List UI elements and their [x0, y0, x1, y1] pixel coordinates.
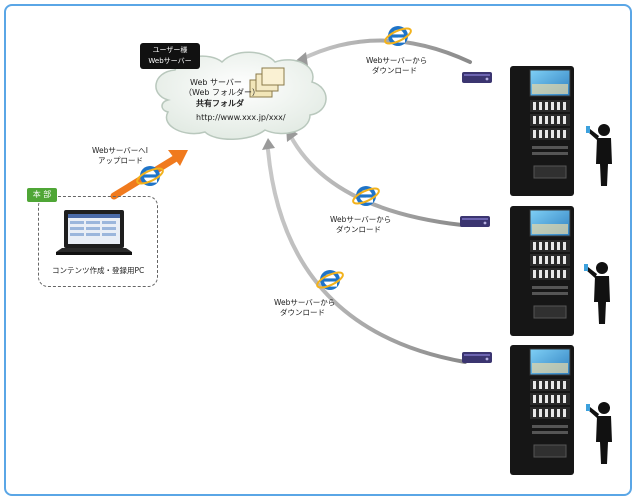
server-url: http://www.xxx.jp/xxx/	[196, 113, 286, 122]
internet-explorer-icon-download-3	[314, 268, 346, 292]
upload-label-line1: WebサーバーへI	[92, 146, 148, 155]
download-label-1-line2: ダウンロード	[372, 66, 417, 75]
server-badge: ユーザー様 Webサーバー	[140, 43, 200, 69]
vending-machine-icon-1	[509, 65, 575, 197]
media-player-icon-2	[460, 216, 490, 227]
shared-folder-label: 共有フォルダ	[196, 99, 244, 108]
download-label-1-line1: Webサーバーから	[366, 56, 428, 65]
download-label-2-line2: ダウンロード	[336, 225, 381, 234]
vending-machine-icon-3	[509, 344, 575, 476]
internet-explorer-icon-download-2	[350, 184, 382, 208]
media-player-icon-1	[462, 72, 492, 83]
download-arrow-3	[262, 138, 467, 364]
headquarters-box	[38, 196, 158, 287]
vending-machine-icon-2	[509, 205, 575, 337]
download-label-3-line1: Webサーバーから	[274, 298, 336, 307]
laptop-icon	[56, 210, 132, 255]
person-icon-2	[584, 262, 610, 324]
upload-label-line2: アップロード	[98, 156, 143, 165]
internet-explorer-icon-upload	[134, 164, 166, 188]
cloud-title: Web サーバー	[190, 78, 242, 87]
download-label-3-line2: ダウンロード	[280, 308, 325, 317]
download-arrow-2	[286, 126, 464, 227]
server-badge-line1: ユーザー様	[152, 46, 188, 54]
person-icon-1	[586, 124, 612, 186]
headquarters-badge: 本 部	[27, 188, 57, 202]
server-badge-line2: Webサーバー	[148, 57, 192, 65]
pc-label: コンテンツ作成・登録用PC	[52, 266, 145, 275]
download-label-2-line1: Webサーバーから	[330, 215, 392, 224]
folder-icon	[249, 67, 285, 98]
person-icon-3	[586, 402, 612, 464]
cloud-subtitle: （Web フォルダー）	[184, 88, 260, 97]
media-player-icon-3	[462, 352, 492, 363]
